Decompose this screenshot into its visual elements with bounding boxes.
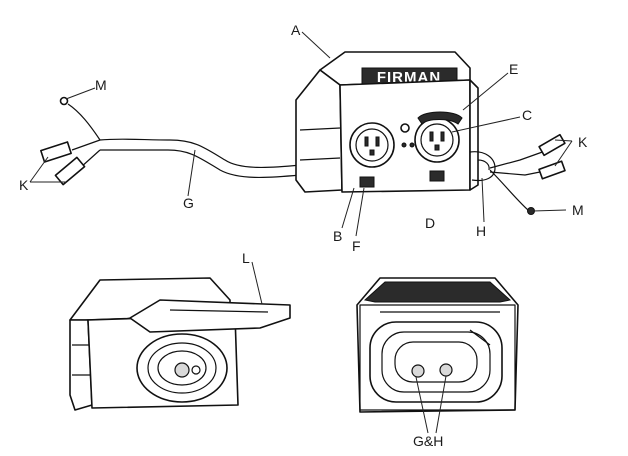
callout-m-left: M — [95, 77, 107, 93]
callout-labels: A E C K M H D B F G M K L G&H — [19, 22, 588, 449]
terminal-m-left — [59, 96, 69, 106]
callout-l: L — [242, 250, 250, 266]
callout-k-right: K — [578, 134, 588, 150]
outlet-cover-e — [417, 111, 463, 125]
outlet-b — [349, 122, 395, 168]
callout-c: C — [522, 107, 532, 123]
callout-d: D — [425, 215, 435, 231]
parallel-kit-main-view: FIRMAN — [29, 31, 573, 237]
indicators — [400, 123, 415, 148]
callout-a: A — [291, 22, 301, 38]
outlet-c — [414, 117, 460, 163]
callout-e: E — [509, 61, 518, 77]
callout-g: G — [183, 195, 194, 211]
callout-h: H — [476, 223, 486, 239]
connectors-k-left — [40, 141, 86, 186]
housing-a: FIRMAN — [295, 51, 479, 193]
cable-g — [67, 103, 301, 179]
callout-f: F — [352, 238, 361, 254]
switch-right — [429, 170, 445, 182]
callout-b: B — [333, 228, 342, 244]
kit-front-view — [356, 277, 519, 434]
flip-cover-l — [129, 299, 291, 333]
leader-lines-top — [29, 31, 573, 237]
cable-h — [469, 149, 551, 211]
switch-f — [359, 176, 375, 188]
kit-side-view — [69, 261, 291, 411]
callout-m-right: M — [572, 202, 584, 218]
callout-g-and-h: G&H — [413, 433, 443, 449]
callout-k-left: K — [19, 177, 29, 193]
